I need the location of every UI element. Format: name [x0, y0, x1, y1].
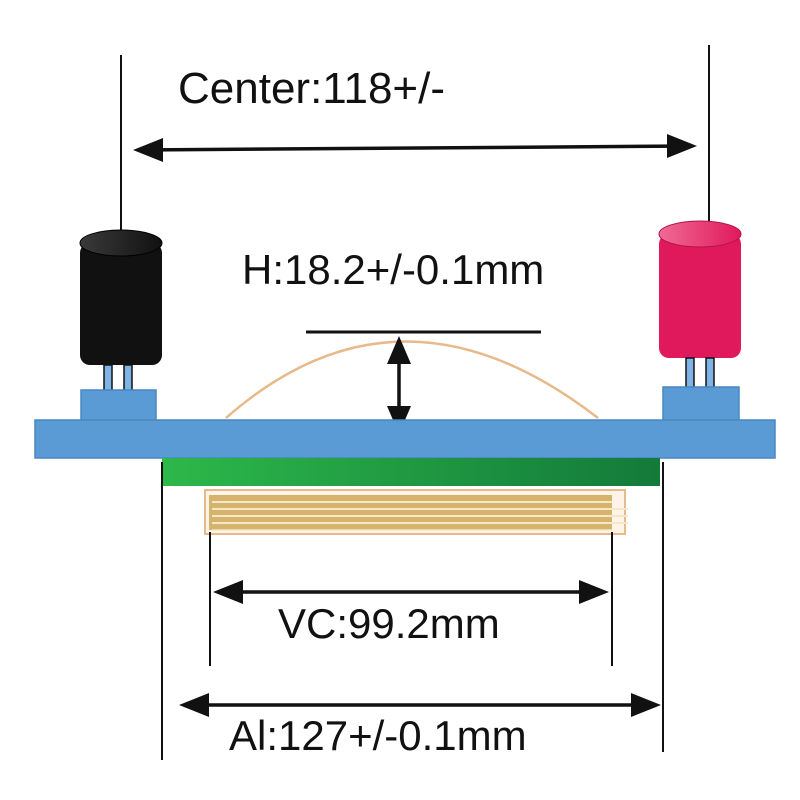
center-label: Center:118+/- — [178, 64, 445, 113]
vapor-chamber-strip — [204, 489, 628, 535]
height-label: H:18.2+/-0.1mm — [242, 246, 544, 293]
base-plate — [34, 419, 776, 459]
left-electrode — [79, 229, 163, 392]
left-pedestal — [80, 389, 157, 423]
green-layer — [162, 458, 660, 486]
al-dimension-arrow — [179, 693, 661, 717]
center-dimension-arrow — [133, 134, 697, 162]
right-electrode — [658, 220, 742, 389]
vc-dimension-arrow — [213, 580, 609, 604]
arc-curve — [225, 340, 599, 419]
right-pedestal — [662, 386, 740, 422]
al-label: Al:127+/-0.1mm — [229, 712, 527, 759]
vc-label: VC:99.2mm — [278, 600, 500, 647]
